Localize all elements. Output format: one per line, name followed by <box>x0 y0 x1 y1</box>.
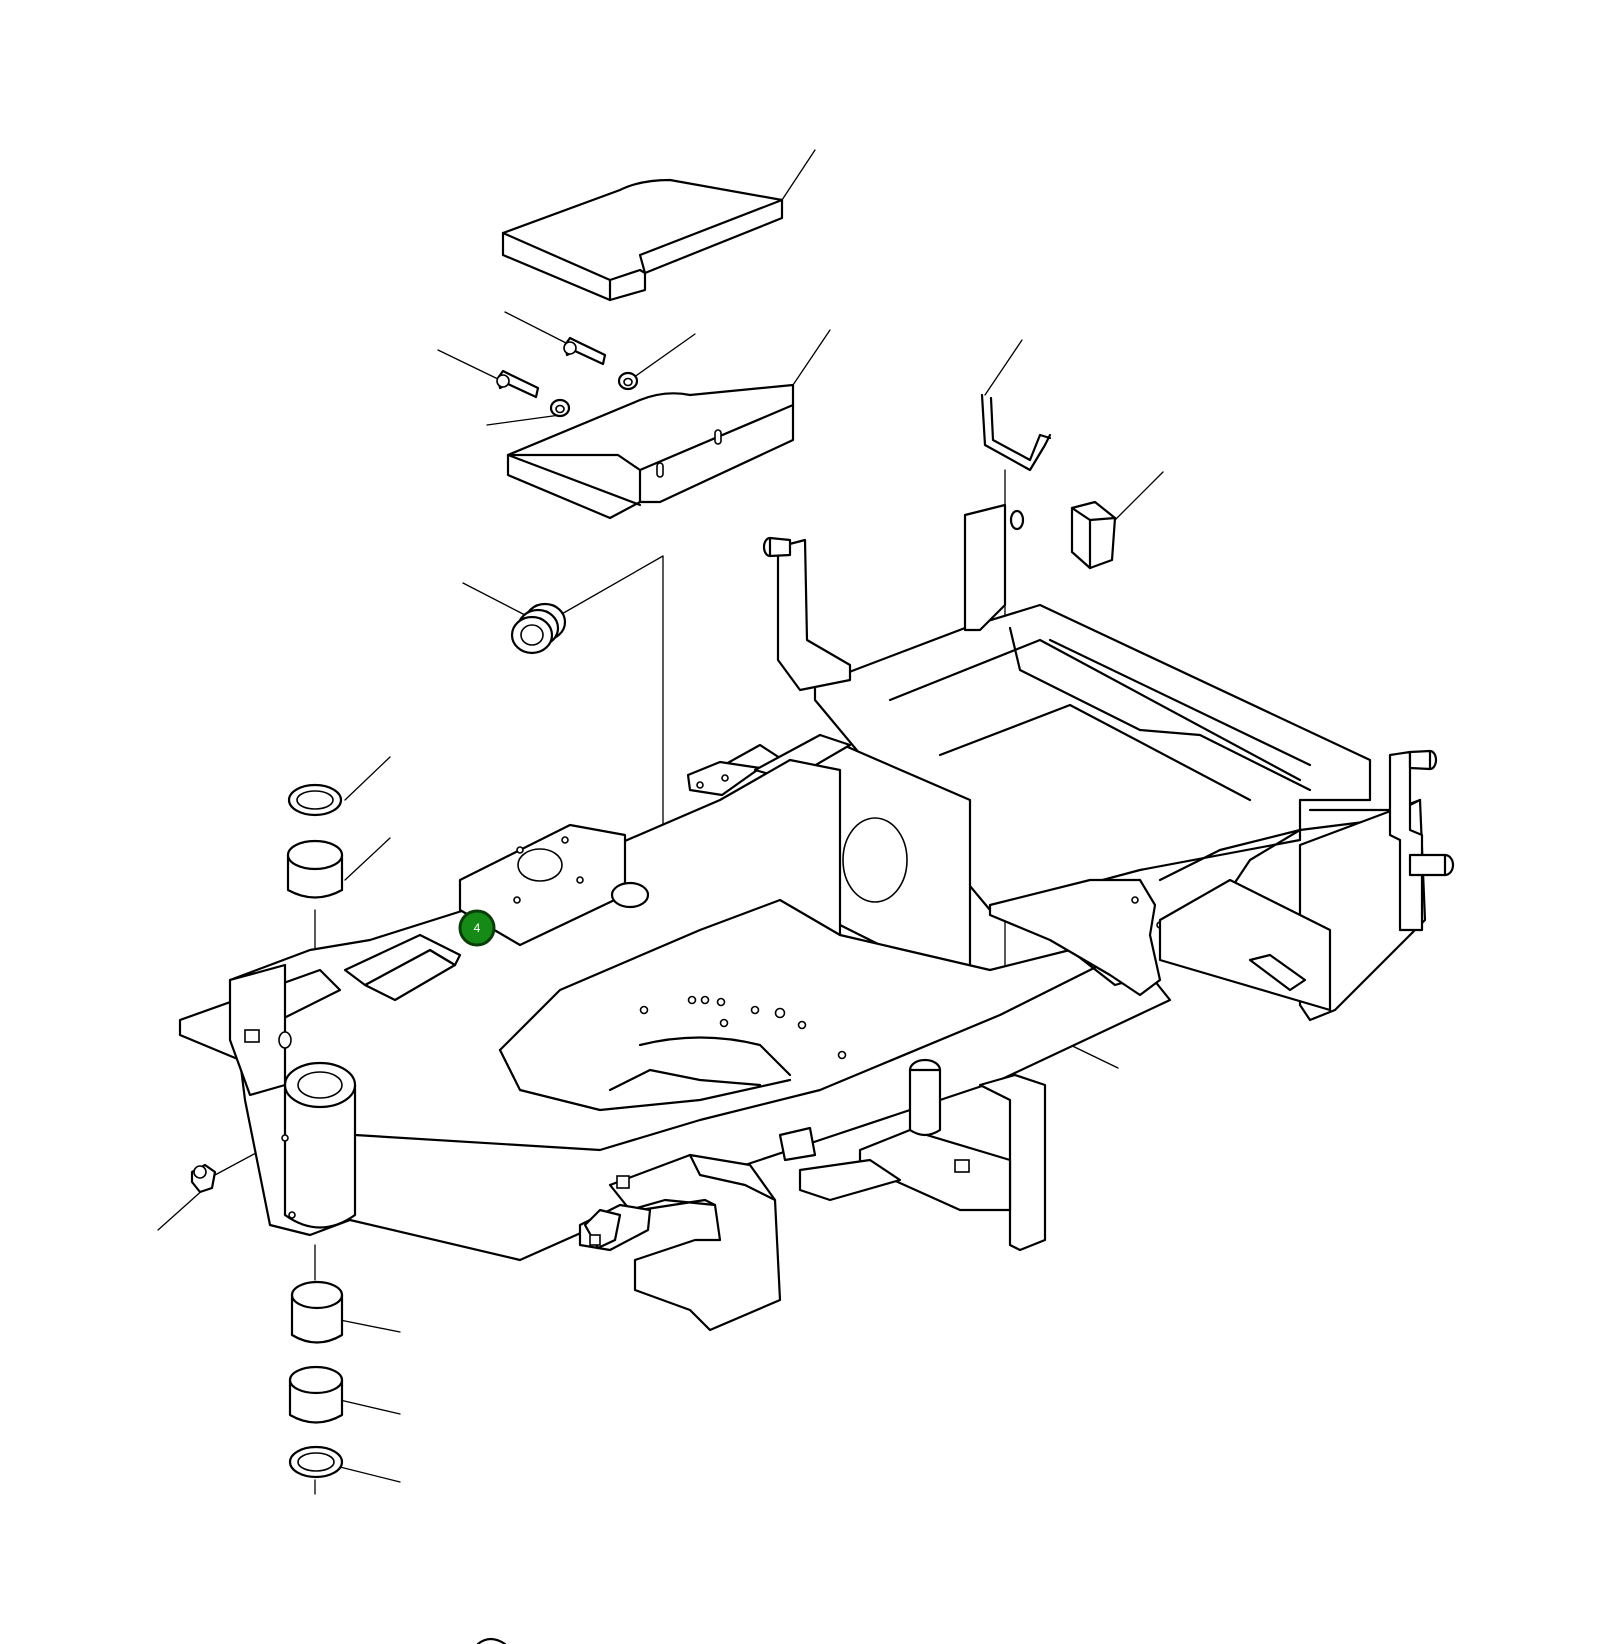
grease-nipple <box>190 1163 217 1194</box>
top-cover-plate <box>501 178 784 302</box>
hotspot-badges: 4 <box>458 909 496 947</box>
hotspot-label: 4 <box>474 921 481 935</box>
main-frame <box>178 503 1455 1332</box>
bolts-and-washers <box>496 336 639 418</box>
hotspot-4[interactable]: 4 <box>458 909 496 947</box>
rubber-block <box>1070 500 1117 570</box>
partial-callout-edge <box>476 1637 507 1644</box>
bent-rod <box>980 393 1052 472</box>
bracket-plate <box>506 383 795 520</box>
hotspot-circle[interactable] <box>458 909 496 947</box>
bushings-and-rings <box>286 783 344 1479</box>
grommet <box>510 602 567 655</box>
